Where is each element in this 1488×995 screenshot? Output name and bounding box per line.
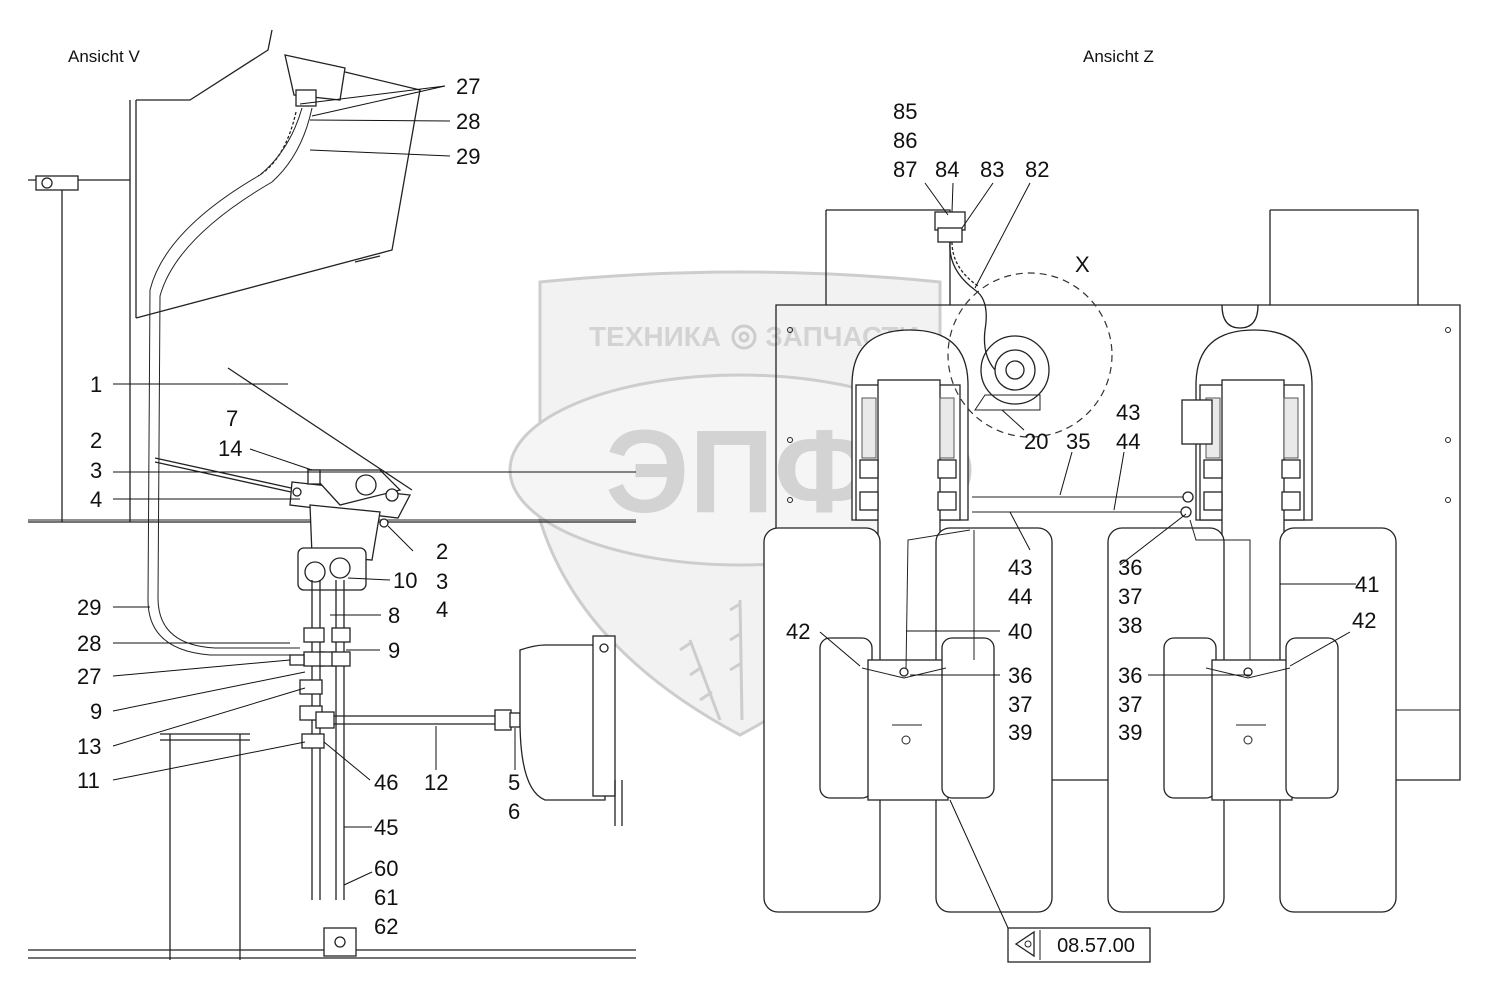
callout: 4 [436, 597, 448, 622]
callout: 46 [374, 770, 398, 795]
view-z-title: Ansicht Z [1083, 47, 1154, 66]
view-z: 08.57.00 [763, 209, 1461, 963]
callout: 39 [1008, 720, 1032, 745]
callout: 2 [436, 539, 448, 564]
callout: 86 [893, 128, 917, 153]
callout: 9 [388, 638, 400, 663]
callout: 11 [77, 768, 100, 793]
callout: 10 [393, 568, 417, 593]
callout: 44 [1116, 429, 1140, 454]
watermark-left-word: ТЕХНИКА [589, 321, 721, 352]
callout: 40 [1008, 619, 1032, 644]
callout: 29 [456, 144, 480, 169]
callouts-right: 85 86 87 84 83 82 20 35 43 44 43 44 36 3… [786, 99, 1379, 745]
callout: 36 [1008, 663, 1032, 688]
callout: 9 [90, 699, 102, 724]
callout: 3 [90, 458, 102, 483]
detail-x-mark: X [1075, 252, 1090, 277]
view-v [28, 29, 636, 960]
callout: 43 [1116, 400, 1140, 425]
callout: 6 [508, 799, 520, 824]
callout: 29 [77, 595, 101, 620]
leader-lines [112, 85, 1356, 929]
callout: 7 [226, 406, 238, 431]
watermark-brand: ЭПФ [605, 406, 874, 538]
gear-icon [731, 324, 757, 350]
callout: 35 [1066, 429, 1090, 454]
callout: 2 [90, 428, 102, 453]
callout: 5 [508, 770, 520, 795]
callout: 62 [374, 914, 398, 939]
callout: 82 [1025, 157, 1049, 182]
reference-label: 08.57.00 [1057, 935, 1135, 957]
callout: 37 [1118, 692, 1142, 717]
callout: 37 [1118, 584, 1142, 609]
callout: 38 [1118, 613, 1142, 638]
callout: 83 [980, 157, 1004, 182]
callout: 36 [1118, 555, 1142, 580]
callout: 39 [1118, 720, 1142, 745]
callout: 84 [935, 157, 959, 182]
callout: 36 [1118, 663, 1142, 688]
callout: 14 [218, 436, 242, 461]
view-v-title: Ansicht V [68, 47, 140, 66]
callout: 44 [1008, 584, 1032, 609]
callout: 45 [374, 815, 398, 840]
callout: 41 [1355, 572, 1379, 597]
callout: 42 [786, 619, 810, 644]
callout: 20 [1024, 429, 1048, 454]
callout: 61 [374, 885, 398, 910]
callout: 87 [893, 157, 917, 182]
callouts-left: 27 28 29 1 7 14 2 3 4 2 3 4 10 8 9 29 28… [77, 74, 520, 939]
callout: 8 [388, 603, 400, 628]
callout: 13 [77, 734, 101, 759]
callout: 27 [456, 74, 480, 99]
callout: 42 [1352, 608, 1376, 633]
callout: 27 [77, 664, 101, 689]
callout: 28 [456, 109, 480, 134]
callout: 43 [1008, 555, 1032, 580]
callout: 37 [1008, 692, 1032, 717]
callout: 12 [424, 770, 448, 795]
callout: 1 [90, 372, 102, 397]
eye-arrow-icon [1014, 930, 1035, 958]
callout: 85 [893, 99, 917, 124]
callout: 4 [90, 487, 102, 512]
callout: 3 [436, 569, 448, 594]
callout: 28 [77, 631, 101, 656]
callout: 60 [374, 856, 398, 881]
